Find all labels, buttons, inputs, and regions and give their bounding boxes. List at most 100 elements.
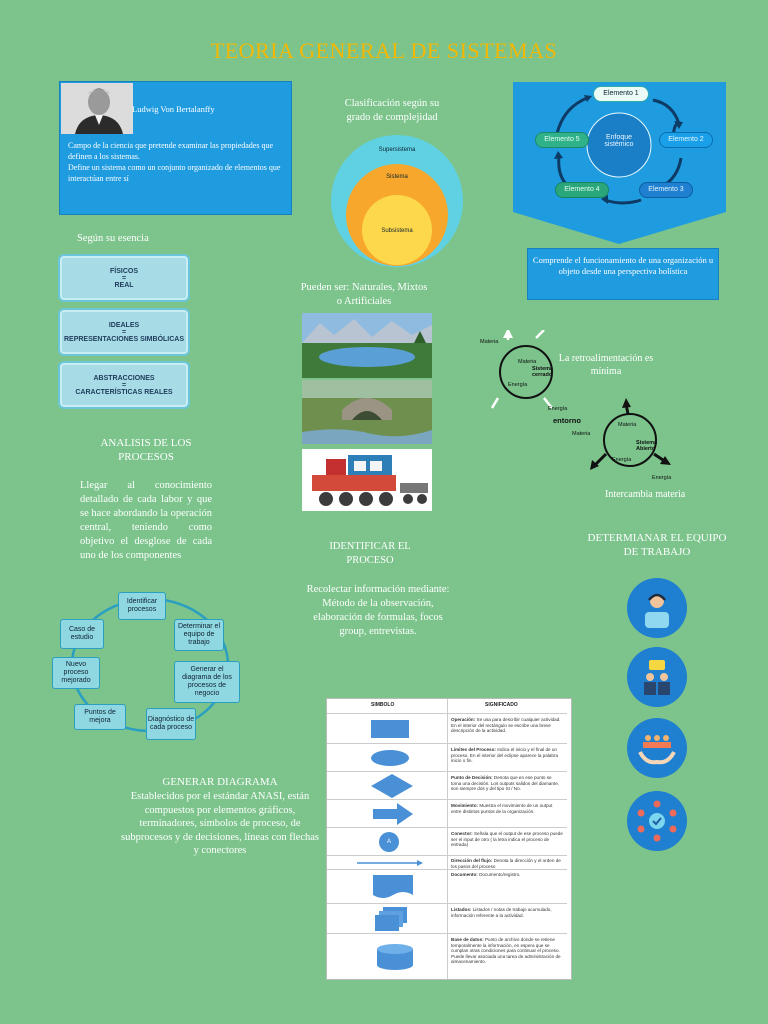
table-row: Base de datos: Punto de archivo donde se…: [327, 933, 567, 978]
esencia-abs-l3: CARACTERÍSTICAS REALES: [75, 388, 173, 396]
row-desc: Denota la dirección y el orden de los pa…: [451, 858, 561, 869]
element-4: Elemento 4: [555, 182, 609, 198]
rect-symbol-icon: [371, 720, 409, 738]
table-row: Listados: Listados / notas de trabajo ac…: [327, 903, 567, 934]
table-row: Dirección del flujo: Denota la dirección…: [327, 855, 567, 870]
cycle-identificar: Identificar procesos: [118, 592, 166, 620]
systems-diagram: Materia Materia Sistema cerrado Energía …: [478, 328, 688, 490]
table-row: Documento: Documento/registro.: [327, 869, 567, 904]
row-title: Operación:: [451, 717, 476, 722]
ring-sistema: Sistema: [386, 174, 408, 180]
row-title: Límites del Proceso:: [451, 747, 496, 752]
element-3: Elemento 3: [639, 182, 693, 198]
ring-supersistema: Supersistema: [378, 147, 416, 153]
row-desc: Punto de archivo donde se retiene tempor…: [451, 937, 561, 964]
artificial-train-image: [302, 449, 432, 511]
page-title: TEORIA GENERAL DE SISTEMAS: [210, 38, 558, 63]
table-divider: [447, 699, 448, 979]
cycle-diagnostico: Diagnóstico de cada proceso: [146, 708, 196, 740]
row-title: Base de datos:: [451, 937, 484, 942]
author-name: Ludwig Von Bertalanffy: [132, 104, 215, 114]
closed-materia-1: Materia: [480, 339, 499, 345]
element-2: Elemento 2: [659, 132, 713, 148]
row-desc: Se usa para describir cualquier activida…: [451, 717, 561, 733]
intercambia-text: Intercambia materia: [605, 489, 686, 500]
cycle-caso: Caso de estudio: [60, 619, 104, 649]
nature-lake-image: [302, 313, 432, 378]
esencia-abstracciones: ABSTRACCIONES = CARACTERÍSTICAS REALES: [58, 361, 190, 409]
network-people-icon: [627, 791, 687, 851]
table-row: Operación: Se usa para describir cualqui…: [327, 713, 567, 744]
esencia-ideales: IDEALES = REPRESENTACIONES SIMBÓLICAS: [58, 308, 190, 356]
row-desc: Señala que el output de ese proceso pued…: [451, 831, 563, 847]
row-desc: Documento/registro.: [479, 872, 521, 877]
team-meeting-icon: [627, 647, 687, 707]
identificar-heading: IDENTIFICAR EL PROCESO: [329, 541, 411, 566]
row-desc: Indica el inicio y el final de un proces…: [451, 747, 558, 763]
open-materia-2: Materia: [618, 422, 637, 428]
esencia-heading: Según su esencia: [77, 233, 149, 244]
naturales-heading: Pueden ser: Naturales, Mixtos o Artifici…: [300, 282, 428, 307]
database-symbol-icon: [377, 944, 413, 970]
analisis-body: Llegar al conocimiento detallado de cada…: [80, 480, 212, 561]
cycle-nuevo: Nuevo proceso mejorado: [52, 657, 100, 689]
open-energia-2: Energía: [652, 475, 672, 481]
analisis-heading: ANALISIS DE LOS PROCESOS: [100, 437, 192, 463]
symbol-col-header: SIMBOLO: [371, 702, 395, 708]
complexity-circles: Supersistema Sistema Subsistema: [330, 134, 464, 268]
cycle-mejora: Puntos de mejora: [74, 704, 126, 730]
author-text-2: Define un sistema como un conjunto organ…: [68, 163, 281, 183]
esencia-fisicos-l1: FÍSICOS: [109, 267, 138, 275]
retro-text: La retroalimentación es mínima: [558, 353, 654, 377]
open-materia-1: Materia: [572, 431, 591, 437]
closed-title: Sistema cerrado: [532, 366, 554, 378]
esencia-fisicos-l3: REAL: [114, 281, 134, 289]
esencia-fisicos-l2: =: [121, 274, 127, 282]
row-desc: Listados / notas de trabajo acumulado, i…: [451, 907, 552, 918]
group-hands-icon: [627, 718, 687, 778]
generar-body: Establecidos por el estándar ANASI, está…: [121, 791, 319, 856]
generar-heading: GENERAR DIAGRAMA: [162, 776, 278, 788]
diamond-symbol-icon: [371, 774, 413, 798]
esencia-ideales-l1: IDEALES: [108, 321, 140, 329]
esencia-ideales-l2: =: [121, 328, 127, 336]
row-title: Movimiento:: [451, 803, 479, 808]
row-title: Documento:: [451, 872, 478, 877]
table-row: Movimiento: Muestra el movimiento de un …: [327, 799, 567, 828]
table-row: Límites del Proceso: Indica el inicio y …: [327, 743, 567, 772]
row-title: Punto de Decisión:: [451, 775, 493, 780]
enfoque-panel: Enfoque sistémico Elemento 1 Elemento 2 …: [513, 82, 726, 244]
esencia-fisicos: FÍSICOS = REAL: [58, 254, 190, 302]
ellipse-symbol-icon: [371, 750, 409, 766]
enfoque-caption: Comprende el funcionamiento de una organ…: [527, 248, 719, 300]
ring-subsistema: Subsistema: [381, 228, 413, 234]
connector-symbol-icon: A: [379, 832, 399, 852]
row-desc: Muestra el movimiento de un output entre…: [451, 803, 553, 814]
multi-document-icon: [375, 907, 407, 931]
flow-line-icon: [357, 860, 423, 866]
row-desc: Denota que en ese punto se toma una deci…: [451, 775, 560, 791]
table-row: A Conector: Señala que el output de ese …: [327, 827, 567, 856]
table-row: Punto de Decisión: Denota que en ese pun…: [327, 771, 567, 800]
mixed-bridge-image: [302, 380, 432, 444]
symbol-table: SIMBOLO SIGNIFICADO Operación: Se usa pa…: [326, 698, 572, 980]
meaning-col-header: SIGNIFICADO: [485, 702, 518, 708]
author-box: Ludwig Von Bertalanffy Campo de la cienc…: [59, 81, 292, 215]
author-photo: [61, 83, 133, 134]
cycle-generar: Generar el diagrama de los procesos de n…: [174, 661, 240, 703]
element-1: Elemento 1: [593, 86, 649, 102]
row-title: Conector:: [451, 831, 473, 836]
closed-energia-2: Energía: [548, 406, 568, 412]
person-headset-icon: [627, 578, 687, 638]
closed-energia-1: Energía: [508, 382, 528, 388]
closed-materia-2: Materia: [518, 359, 537, 365]
row-title: Dirección del flujo:: [451, 858, 493, 863]
arrow-symbol-icon: [373, 803, 413, 825]
author-text-1: Campo de la ciencia que pretende examina…: [68, 141, 274, 161]
open-energia-1: Energía: [612, 457, 632, 463]
classification-heading: Clasificación según su grado de compleji…: [344, 98, 440, 123]
esencia-abs-l1: ABSTRACCIONES: [93, 374, 155, 382]
equipo-heading: DETERMIANAR EL EQUIPO DE TRABAJO: [587, 532, 727, 558]
row-title: Listados:: [451, 907, 472, 912]
cycle-equipo: Determinar el equipo de trabajo: [174, 619, 224, 651]
